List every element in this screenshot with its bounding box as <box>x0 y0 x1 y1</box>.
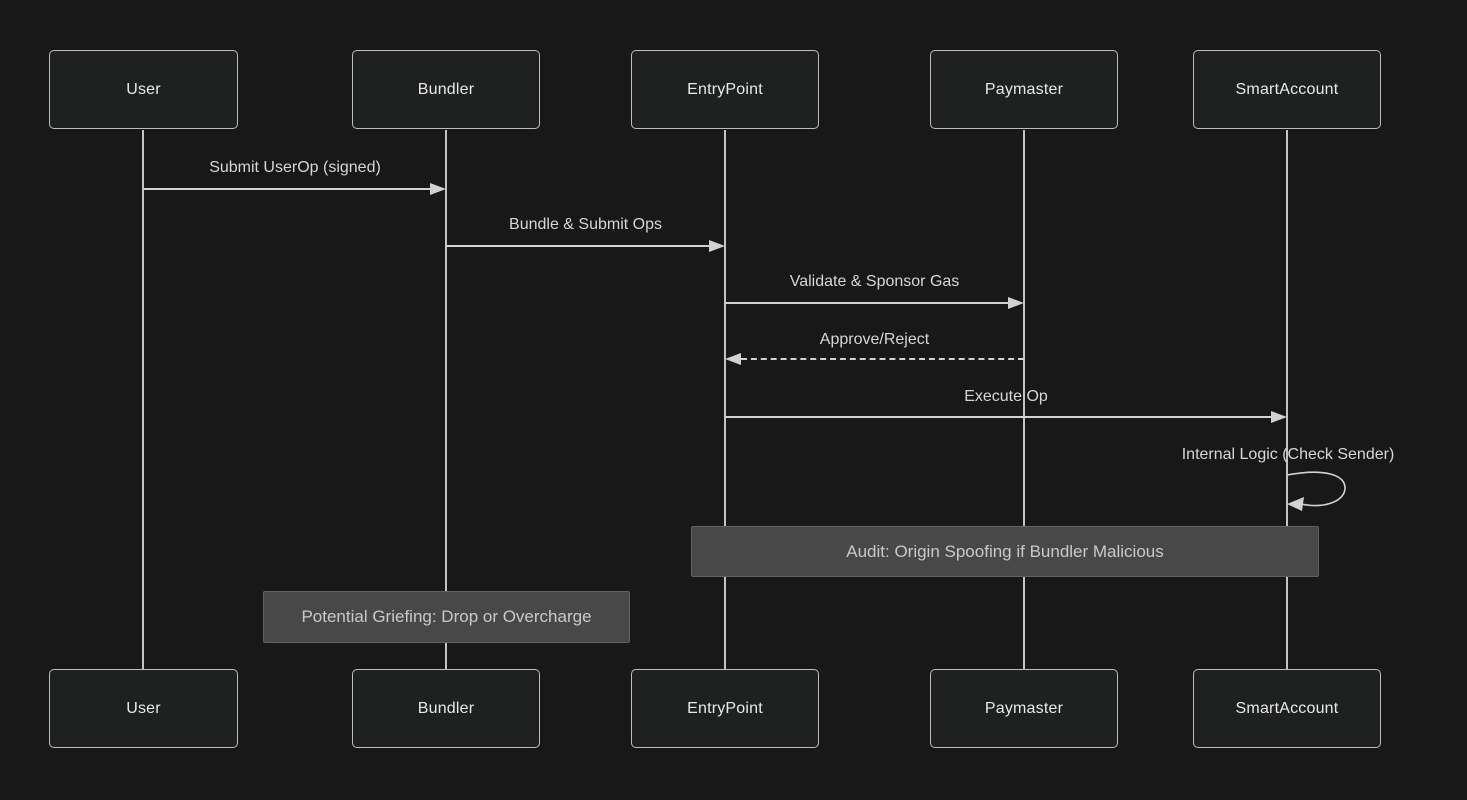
actor-box-user-bottom: User <box>49 669 238 748</box>
message-label-internal-logic: Internal Logic (Check Sender) <box>1181 446 1395 463</box>
message-label-execute-op: Execute Op <box>964 388 1048 405</box>
note-label: Potential Griefing: Drop or Overcharge <box>301 607 592 626</box>
actor-label: EntryPoint <box>687 80 763 98</box>
actor-box-smartaccount-top: SmartAccount <box>1193 50 1381 129</box>
arrowhead-right-icon <box>1008 297 1024 309</box>
actor-box-paymaster-bottom: Paymaster <box>930 669 1118 748</box>
arrowhead-right-icon <box>709 240 725 252</box>
actor-label: SmartAccount <box>1235 699 1339 717</box>
message-line-approve-reject <box>741 358 1024 360</box>
message-line-submit-userop <box>144 188 431 190</box>
actor-label: User <box>126 699 161 717</box>
note-audit-origin-spoofing: Audit: Origin Spoofing if Bundler Malici… <box>691 526 1319 577</box>
arrowhead-right-icon <box>1271 411 1287 423</box>
lifeline-user <box>142 130 144 669</box>
arrowhead-right-icon <box>430 183 446 195</box>
message-line-bundle-submit <box>446 245 710 247</box>
lifeline-bundler <box>445 130 447 669</box>
actor-box-bundler-top: Bundler <box>352 50 540 129</box>
lifeline-paymaster <box>1023 130 1025 669</box>
lifeline-entrypoint <box>724 130 726 669</box>
actor-label: Bundler <box>417 80 475 98</box>
actor-box-smartaccount-bottom: SmartAccount <box>1193 669 1381 748</box>
message-line-execute-op <box>725 416 1272 418</box>
actor-label: Paymaster <box>984 80 1064 98</box>
note-potential-griefing: Potential Griefing: Drop or Overcharge <box>263 591 630 643</box>
actor-label: EntryPoint <box>687 699 763 717</box>
actor-box-user-top: User <box>49 50 238 129</box>
message-line-validate-sponsor <box>725 302 1009 304</box>
actor-label: Paymaster <box>984 699 1064 717</box>
actor-box-entrypoint-bottom: EntryPoint <box>631 669 819 748</box>
actor-box-entrypoint-top: EntryPoint <box>631 50 819 129</box>
actor-label: SmartAccount <box>1235 80 1339 98</box>
actor-box-paymaster-top: Paymaster <box>930 50 1118 129</box>
message-label-validate-sponsor: Validate & Sponsor Gas <box>789 273 960 290</box>
message-label-submit-userop: Submit UserOp (signed) <box>209 159 381 176</box>
actor-label: User <box>126 80 161 98</box>
message-label-approve-reject: Approve/Reject <box>819 331 930 348</box>
message-label-bundle-submit: Bundle & Submit Ops <box>509 216 662 233</box>
actor-label: Bundler <box>417 699 475 717</box>
note-label: Audit: Origin Spoofing if Bundler Malici… <box>846 541 1164 561</box>
lifeline-smartaccount <box>1286 130 1288 669</box>
actor-box-bundler-bottom: Bundler <box>352 669 540 748</box>
self-loop-arrow-icon <box>1287 471 1346 511</box>
arrowhead-left-icon <box>725 353 741 365</box>
